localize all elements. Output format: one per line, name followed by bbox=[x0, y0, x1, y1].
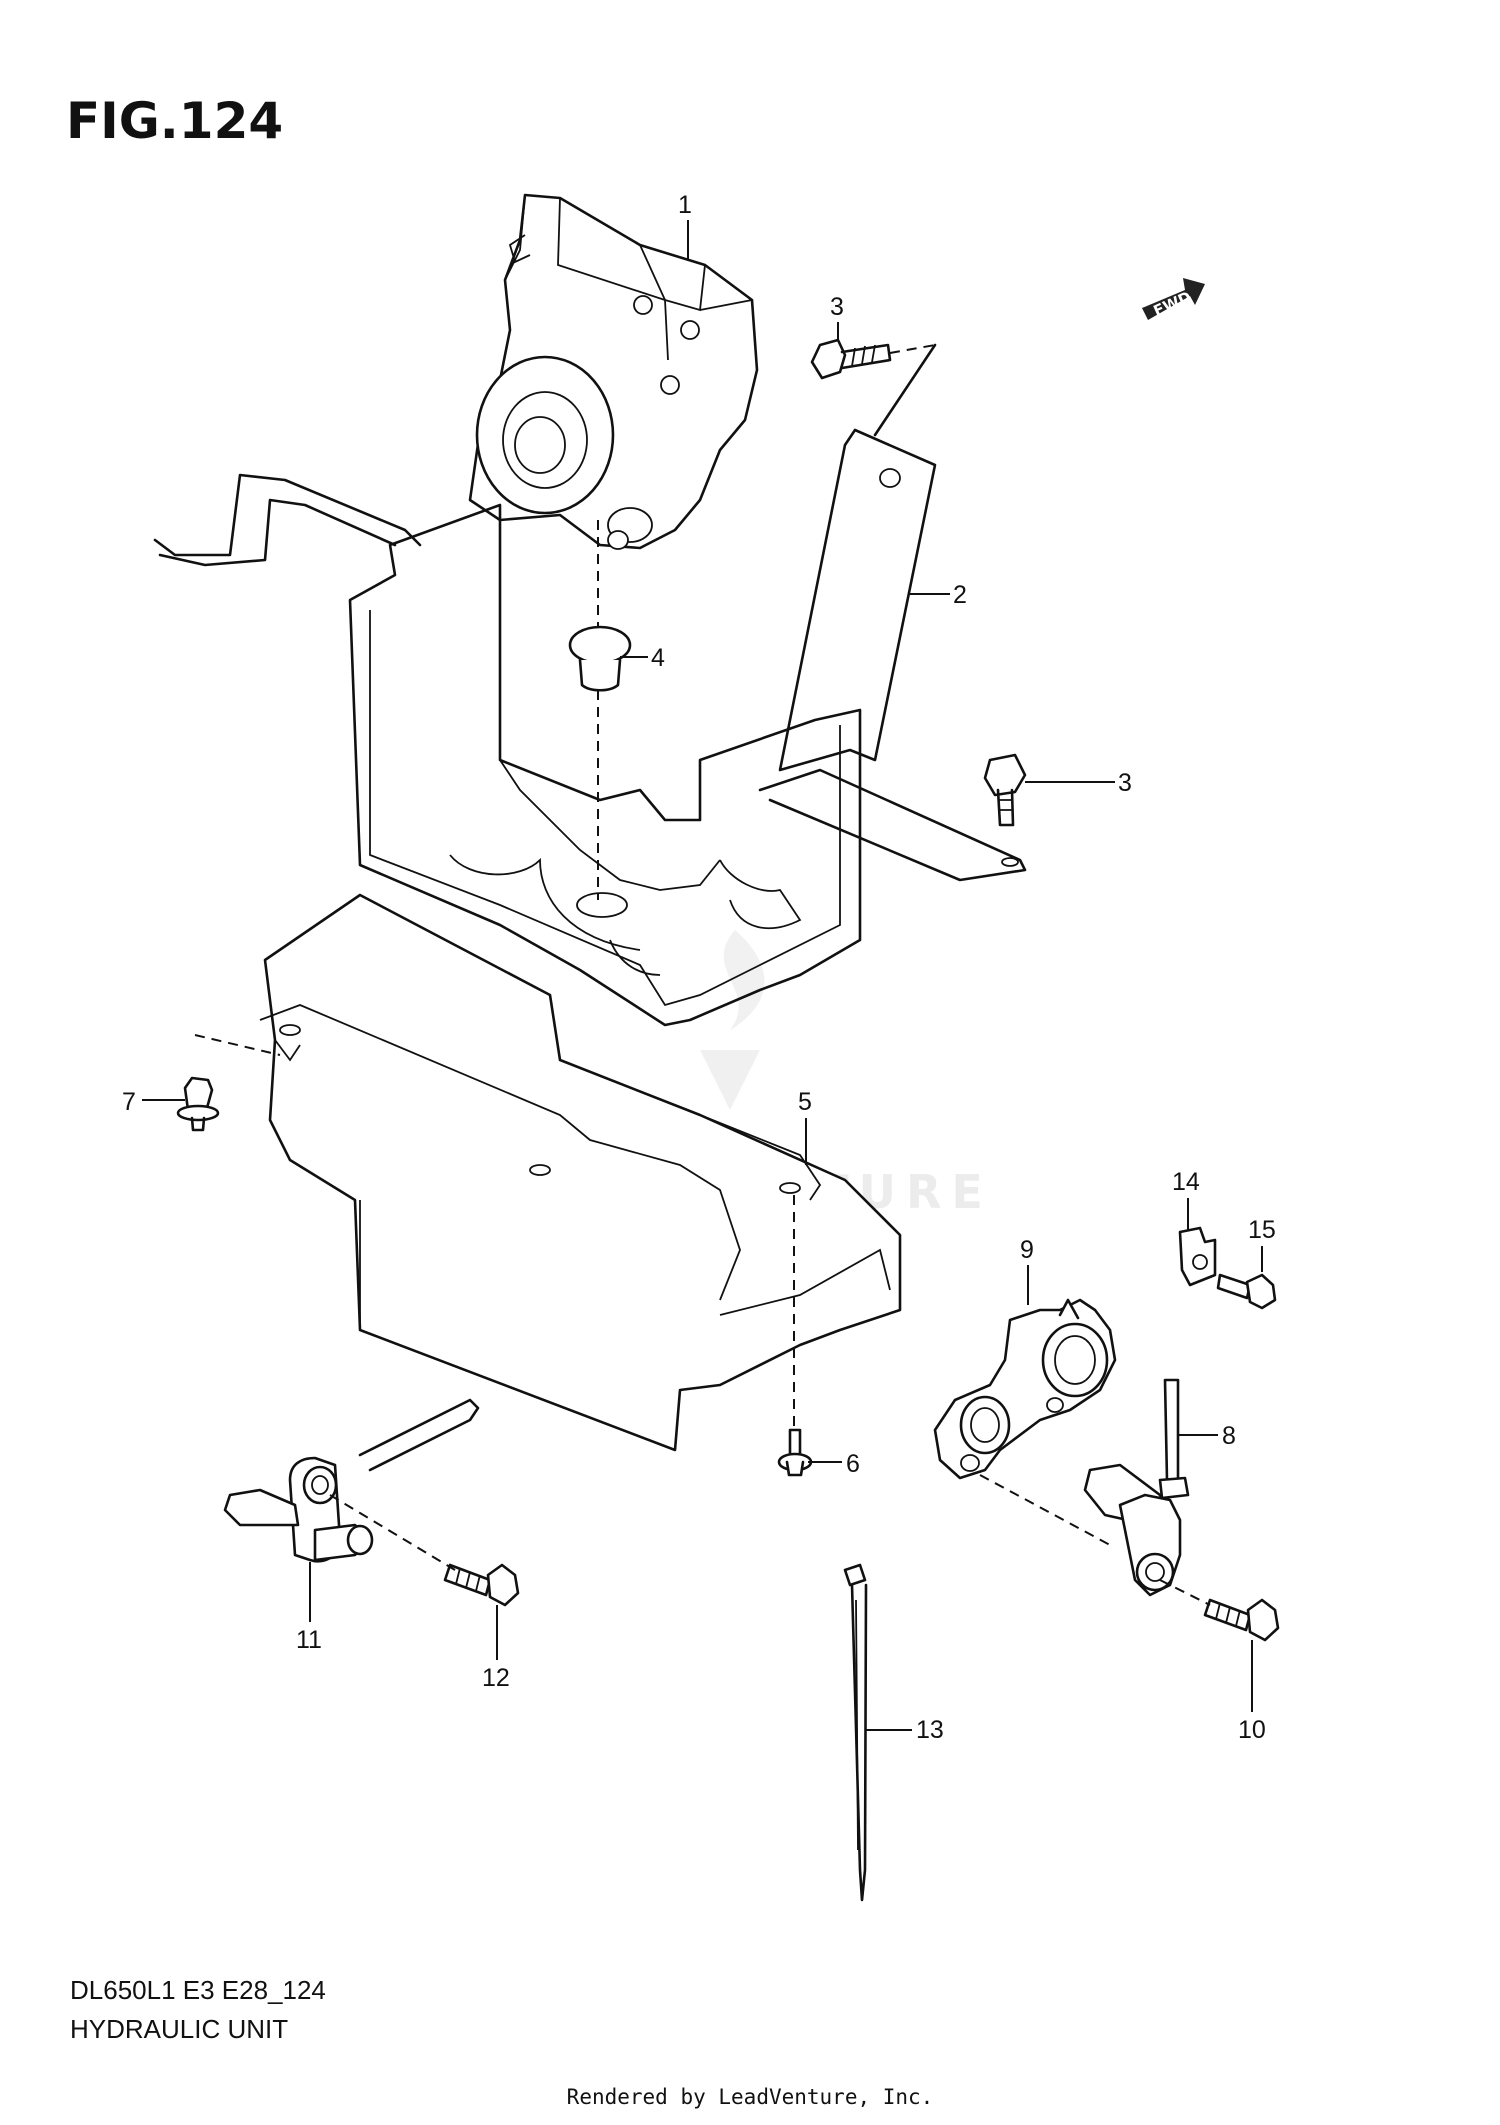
watermark-logo bbox=[700, 930, 765, 1110]
svg-text:FWD: FWD bbox=[1151, 288, 1194, 320]
render-credit: Rendered by LeadVenture, Inc. bbox=[566, 2085, 934, 2109]
bolt-part-15[interactable] bbox=[1216, 1273, 1277, 1310]
hydraulic-unit-part[interactable] bbox=[468, 193, 759, 550]
fwd-arrow-icon: FWD bbox=[1142, 278, 1205, 320]
clamp-part[interactable] bbox=[1178, 1226, 1217, 1287]
sensor-holder-part[interactable] bbox=[933, 1298, 1117, 1480]
cradle-bracket bbox=[153, 473, 862, 1027]
callout-6: 6 bbox=[846, 1450, 860, 1478]
wheel-speed-sensor-part[interactable] bbox=[223, 1398, 480, 1563]
bracket-arm-part[interactable] bbox=[758, 428, 1027, 882]
bolt-part-10[interactable] bbox=[1203, 1598, 1280, 1642]
callout-labels: 1 2 3 3 4 5 6 7 8 9 10 11 12 13 14 15 bbox=[122, 191, 1276, 1744]
callout-13: 13 bbox=[916, 1716, 944, 1744]
bolt-part-upper[interactable] bbox=[810, 338, 937, 437]
bolt-part-12[interactable] bbox=[443, 1563, 520, 1607]
callout-3-upper: 3 bbox=[830, 293, 844, 321]
model-code: DL650L1 E3 E28_124 bbox=[70, 1975, 326, 2005]
callout-12: 12 bbox=[482, 1664, 510, 1692]
callout-11: 11 bbox=[296, 1626, 322, 1654]
callout-5: 5 bbox=[798, 1088, 812, 1116]
cable-tie-part[interactable] bbox=[843, 1563, 868, 1902]
bolt-part-lower[interactable] bbox=[983, 753, 1027, 827]
callout-8: 8 bbox=[1222, 1422, 1236, 1450]
figure-title: FIG.124 bbox=[66, 92, 284, 150]
callout-1: 1 bbox=[678, 191, 692, 219]
callout-9: 9 bbox=[1020, 1236, 1034, 1264]
callout-4: 4 bbox=[651, 644, 665, 672]
section-name: HYDRAULIC UNIT bbox=[70, 2014, 289, 2044]
lower-cover-part[interactable] bbox=[259, 893, 902, 1452]
screw-part[interactable] bbox=[777, 1428, 813, 1477]
sensor-lead-part[interactable] bbox=[1083, 1378, 1190, 1597]
leader-lines bbox=[142, 220, 1263, 1731]
callout-7: 7 bbox=[122, 1088, 136, 1116]
callout-3-lower: 3 bbox=[1118, 769, 1132, 797]
cushion-part[interactable] bbox=[568, 625, 632, 692]
callout-15: 15 bbox=[1248, 1216, 1276, 1244]
callout-14: 14 bbox=[1172, 1168, 1200, 1196]
callout-2: 2 bbox=[953, 581, 967, 609]
clip-part[interactable] bbox=[176, 1076, 220, 1132]
callout-10: 10 bbox=[1238, 1716, 1266, 1744]
